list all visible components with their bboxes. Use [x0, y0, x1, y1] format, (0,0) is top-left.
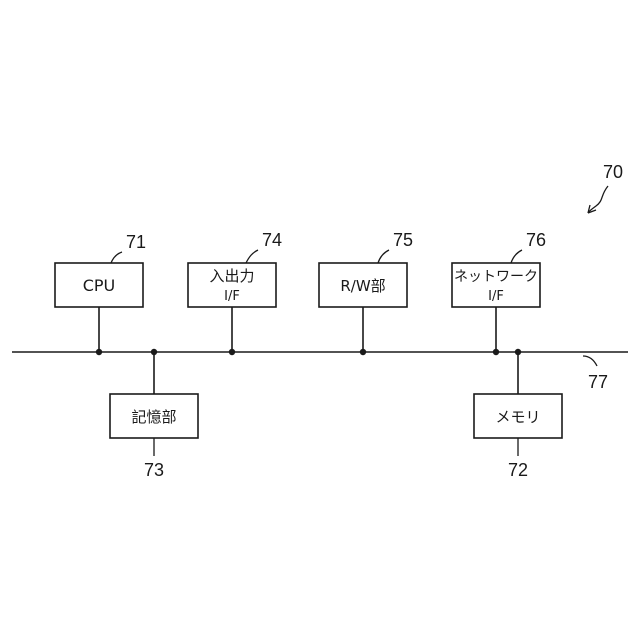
memory-ref-label: 72 — [508, 460, 528, 480]
cpu-label: CPU — [83, 276, 116, 295]
io-if-ref-leader — [246, 250, 258, 263]
bus-ref-leader — [583, 356, 597, 366]
figure-ref-label: 70 — [603, 162, 623, 182]
rw-ref-leader — [378, 250, 389, 263]
rw-ref-label: 75 — [393, 230, 413, 250]
net-if-label: ネットワーク — [454, 269, 538, 285]
net-if-sublabel: I/F — [488, 289, 504, 304]
net-if-ref-label: 76 — [526, 230, 546, 250]
io-if-label: 入出力 — [209, 267, 254, 285]
memory-junction — [515, 349, 521, 355]
net-if-ref-leader — [511, 250, 522, 263]
rw-label: R/W部 — [340, 277, 385, 295]
storage-junction — [151, 349, 157, 355]
rw-junction — [360, 349, 366, 355]
io-if-junction — [229, 349, 235, 355]
bus-ref-label: 77 — [588, 372, 608, 392]
net-if-junction — [493, 349, 499, 355]
cpu-ref-label: 71 — [126, 232, 146, 252]
storage-label: 記憶部 — [131, 408, 176, 426]
storage-ref-label: 73 — [144, 460, 164, 480]
io-if-ref-label: 74 — [262, 230, 282, 250]
io-if-sublabel: I/F — [224, 289, 240, 304]
figure-ref-arrow — [588, 186, 608, 213]
cpu-ref-leader — [111, 252, 122, 263]
cpu-junction — [96, 349, 102, 355]
memory-label: メモリ — [495, 408, 540, 426]
